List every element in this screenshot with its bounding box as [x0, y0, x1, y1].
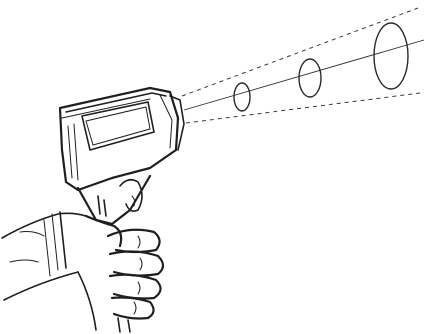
finger-ring [110, 275, 161, 299]
target-spot-large [374, 23, 408, 89]
wrist-edge [78, 272, 96, 330]
finger-little [112, 298, 154, 319]
handle-bottom [118, 318, 120, 332]
target-spot-small [234, 83, 250, 111]
finger-middle [110, 251, 163, 275]
sleeve-cuff [60, 212, 66, 268]
forearm-top [2, 213, 86, 238]
beam-cone [182, 8, 424, 123]
holding-hand [2, 212, 163, 332]
forearm-bottom [4, 272, 78, 300]
beam-lower-edge [186, 93, 420, 123]
finger-index [108, 230, 160, 252]
target-spot-medium [299, 59, 321, 97]
thermometer-gun [60, 88, 184, 224]
